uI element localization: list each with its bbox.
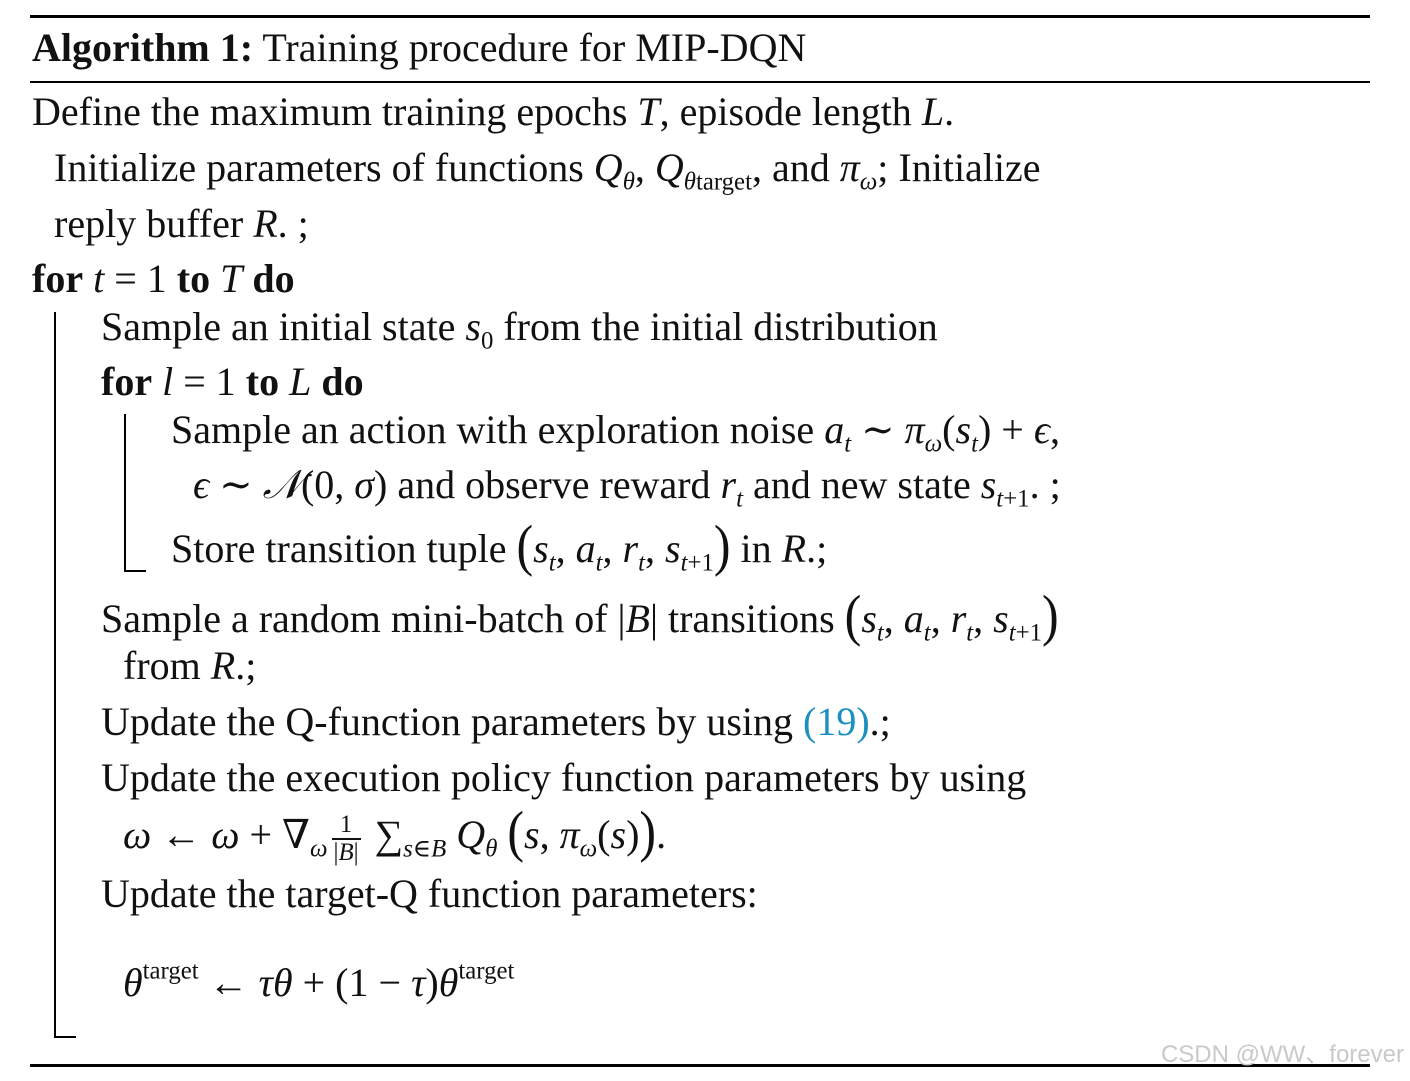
top-rule xyxy=(30,15,1370,18)
algorithm-label: Algorithm 1: xyxy=(32,25,254,70)
sample-action-line: Sample an action with exploration noise … xyxy=(171,407,1060,458)
for-inner-line: for l = 1 to L do xyxy=(101,359,364,404)
update-q-line: Update the Q-function parameters by usin… xyxy=(101,699,891,744)
update-target-line: Update the target-Q function parameters: xyxy=(101,871,758,916)
sample-initial-line: Sample an initial state s0 from the init… xyxy=(101,304,938,355)
equation-ref-link[interactable]: (19) xyxy=(803,699,870,744)
watermark: CSDN @WW、forever xyxy=(1160,1041,1404,1068)
store-line: Store transition tuple (st, at, rt, st+1… xyxy=(171,512,828,578)
algorithm-title: Training procedure for MIP-DQN xyxy=(262,25,807,70)
outer-loop-bar xyxy=(54,312,56,1036)
fraction: 1|B| xyxy=(331,810,361,866)
minibatch-line: Sample a random mini-batch of |B| transi… xyxy=(101,582,1059,648)
for-outer-line: for t = 1 to T do xyxy=(32,256,295,301)
update-target-formula: θtarget ← τθ + (1 − τ)θtarget xyxy=(123,957,515,1005)
update-policy-line: Update the execution policy function par… xyxy=(101,755,1027,800)
algorithm-header: Algorithm 1: Training procedure for MIP-… xyxy=(32,28,806,68)
observe-line: ϵ ∼ 𝒩(0, σ) and observe reward rt and ne… xyxy=(193,462,1061,513)
define-line: Define the maximum training epochs T, ep… xyxy=(32,89,955,134)
header-rule xyxy=(30,81,1370,83)
inner-loop-bar xyxy=(124,414,126,570)
inner-loop-foot xyxy=(124,570,146,572)
outer-loop-foot xyxy=(54,1036,76,1038)
initialize-line: Initialize parameters of functions Qθ, Q… xyxy=(54,145,1041,196)
initialize-line-cont: reply buffer R. ; xyxy=(54,201,309,246)
minibatch-line-cont: from R.; xyxy=(123,643,257,688)
bottom-rule xyxy=(30,1064,1370,1067)
